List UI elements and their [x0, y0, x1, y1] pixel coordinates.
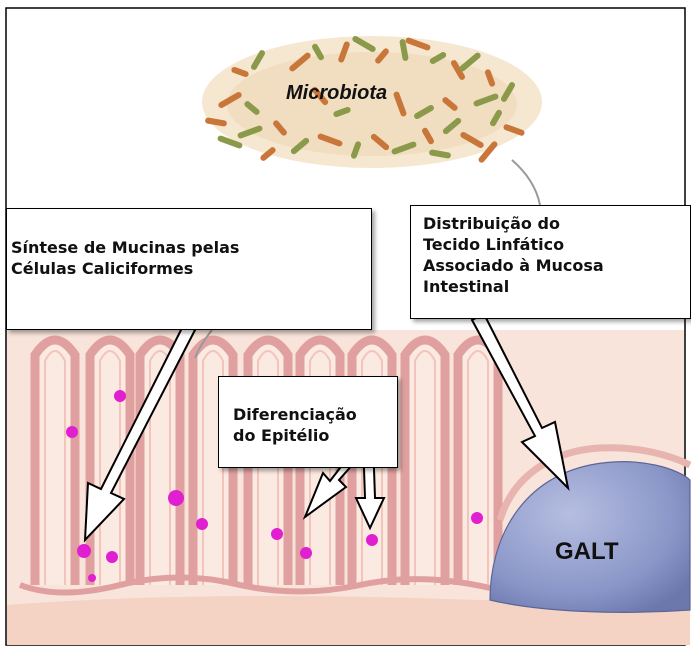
galt-dist-line-4: Intestinal: [423, 276, 690, 297]
epitelio-line-1: Diferenciação: [233, 404, 397, 425]
villus: [458, 340, 498, 585]
galt-label: GALT: [555, 538, 619, 566]
villus: [405, 340, 445, 585]
villus: [35, 340, 75, 585]
microbiota-label: Microbiota: [286, 82, 387, 105]
epitelio-line-2: do Epitélio: [233, 425, 397, 446]
mucin-label-line-1: Síntese de Mucinas pelas: [11, 237, 371, 258]
goblet-cell: [366, 534, 378, 546]
goblet-cell: [106, 551, 118, 563]
goblet-cell: [77, 544, 91, 558]
galt-dist-line-2: Tecido Linfático: [423, 234, 690, 255]
goblet-cell: [271, 528, 283, 540]
goblet-cell: [114, 390, 126, 402]
goblet-cell: [168, 490, 184, 506]
mucin-label-line-2: Células Caliciformes: [11, 258, 371, 279]
goblet-cell: [300, 547, 312, 559]
goblet-cell: [196, 518, 208, 530]
epithelium-differentiation-label-box: Diferenciação do Epitélio: [218, 376, 398, 468]
mucin-synthesis-label-box: Síntese de Mucinas pelas Células Calicif…: [6, 208, 372, 330]
goblet-cell: [66, 426, 78, 438]
galt-dist-line-3: Associado à Mucosa: [423, 255, 690, 276]
goblet-cell: [88, 574, 96, 582]
galt-distribution-label-box: Distribuição do Tecido Linfático Associa…: [410, 205, 691, 319]
galt-dist-line-1: Distribuição do: [423, 213, 690, 234]
goblet-cell: [471, 512, 483, 524]
